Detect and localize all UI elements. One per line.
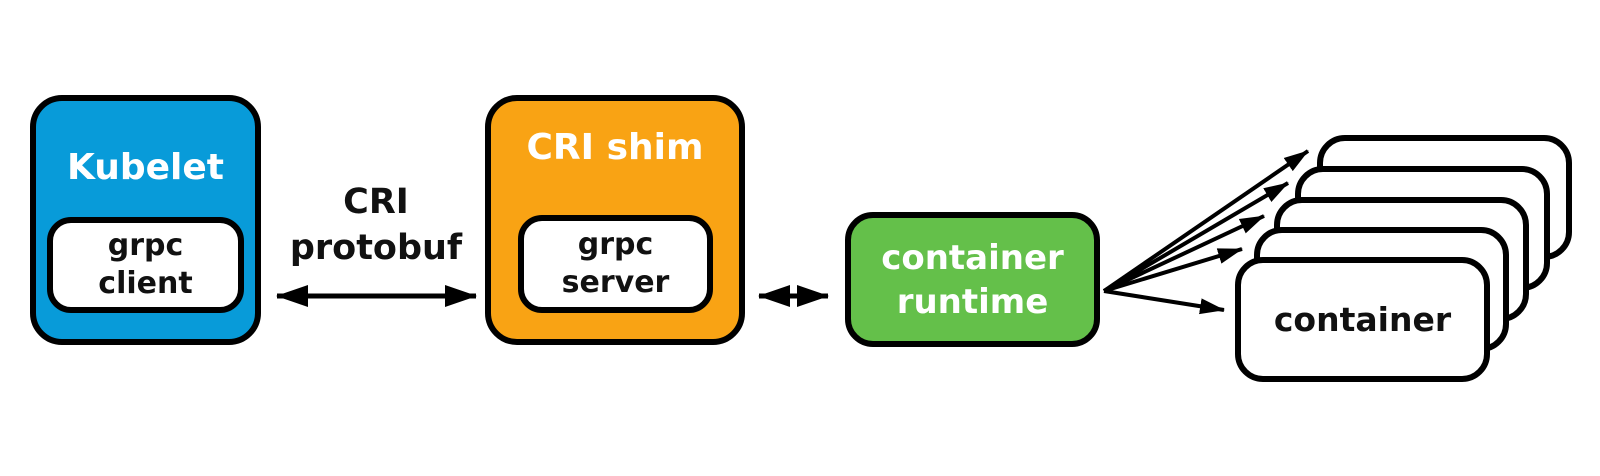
- kubelet-label: Kubelet: [66, 147, 225, 188]
- grpc-client-box: grpc client: [47, 217, 244, 313]
- grpc-server-label-line2: server: [561, 265, 670, 300]
- container-label: container: [1273, 300, 1452, 339]
- cri-shim-label: CRI shim: [526, 127, 704, 168]
- runtime-container-arrow-1: [1103, 289, 1225, 315]
- container-box-front: container: [1235, 257, 1490, 382]
- container-runtime-label-line1: container: [881, 237, 1064, 278]
- grpc-client-label-line1: grpc: [107, 228, 184, 263]
- cri-shim-box: CRI shim grpc server: [485, 95, 745, 345]
- cri-protobuf-label: CRI protobuf: [266, 179, 486, 271]
- container-runtime-box: container runtime: [845, 212, 1100, 347]
- container-runtime-label-line2: runtime: [896, 281, 1049, 322]
- kubelet-box: Kubelet grpc client: [30, 95, 261, 345]
- cri-protobuf-label-line1: CRI: [343, 182, 409, 222]
- grpc-server-label-line1: grpc: [577, 227, 654, 262]
- grpc-client-label-line2: client: [98, 266, 193, 301]
- runtime-container-arrow-2: [1103, 247, 1243, 293]
- grpc-server-box: grpc server: [518, 215, 713, 313]
- cri-protobuf-label-line2: protobuf: [289, 228, 463, 268]
